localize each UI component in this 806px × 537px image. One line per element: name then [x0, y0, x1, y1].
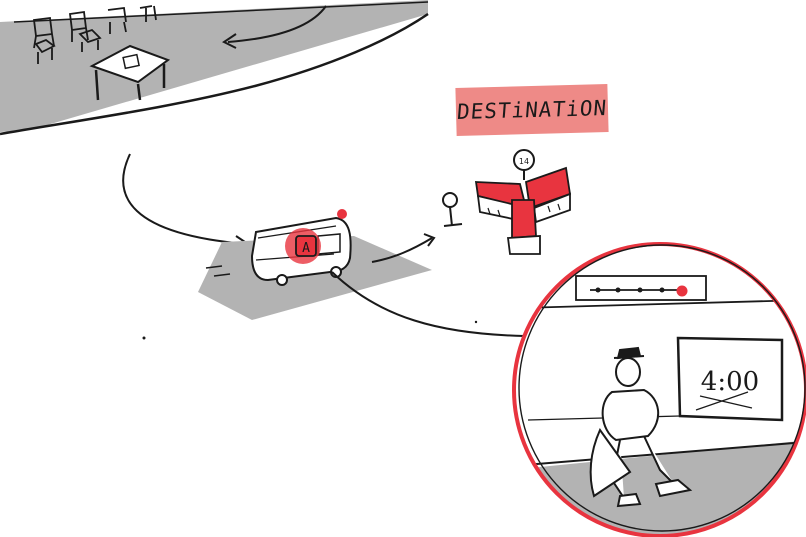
pin-label-text: 14 — [519, 157, 529, 166]
route-progress-display — [576, 276, 706, 300]
bus-stop-times-text: 4:00 — [701, 367, 759, 397]
bus-interior-magnifier: 4:00 — [510, 240, 806, 537]
bus-window: 4:00 — [678, 338, 782, 420]
destination-building: 14 — [476, 150, 570, 254]
flow-arrow-to-bus — [123, 154, 246, 244]
destination-label: DESTiNATiON — [455, 84, 608, 136]
bus-sign-text: A — [302, 241, 310, 256]
destination-label-text: DESTiNATiON — [456, 96, 608, 124]
location-pin-icon — [443, 193, 462, 226]
cafe-street-scene — [0, 0, 428, 134]
